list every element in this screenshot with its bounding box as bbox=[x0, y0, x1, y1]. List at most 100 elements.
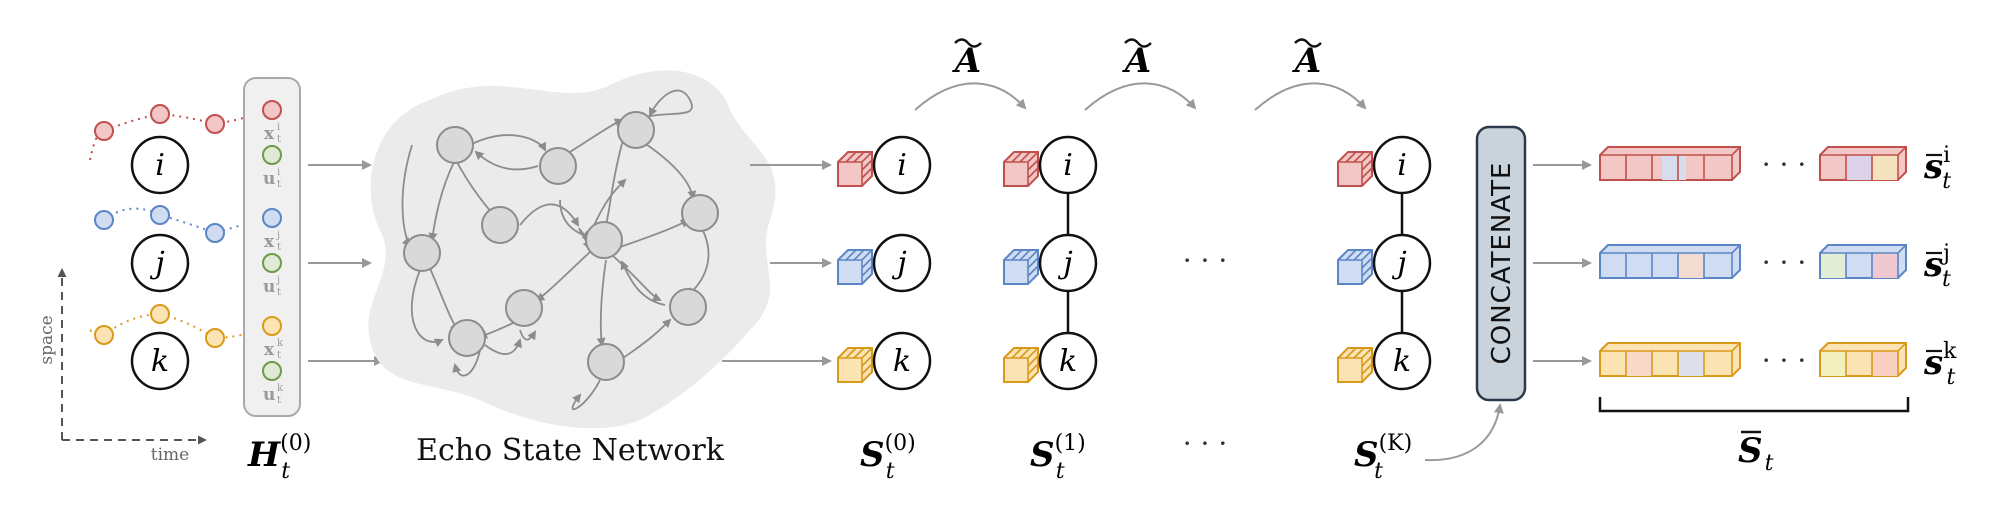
SK-label: S(K)t bbox=[1354, 431, 1412, 484]
x-i-sup: i bbox=[277, 122, 280, 133]
svg-text:A: A bbox=[1122, 41, 1151, 81]
u-j-label: u bbox=[263, 277, 275, 297]
u-i-label: u bbox=[263, 169, 275, 189]
node-k-label: k bbox=[151, 344, 169, 379]
svg-text:skt: skt bbox=[1923, 339, 1957, 390]
svg-text:sit: sit bbox=[1923, 143, 1951, 194]
input-arrows bbox=[308, 160, 384, 366]
A-tilde-label: A bbox=[1122, 38, 1152, 81]
esn-unit bbox=[585, 221, 623, 259]
esn-unit bbox=[448, 319, 486, 357]
series-k-point bbox=[94, 325, 114, 345]
series-i-point bbox=[94, 121, 114, 141]
svg-text:sjt: sjt bbox=[1923, 241, 1951, 292]
series-k-point bbox=[205, 328, 225, 348]
input-panel: x i t u i t x j t u j t x k t u k t bbox=[243, 77, 301, 417]
node-i bbox=[1038, 135, 1098, 195]
state-cube-k bbox=[1337, 347, 1373, 383]
x-i-label: x bbox=[264, 124, 275, 144]
node-i-label: i bbox=[897, 148, 907, 183]
state-cube-k bbox=[1003, 347, 1039, 383]
reservoir-state-cube-j bbox=[837, 249, 873, 285]
propagation-arcs: A A A bbox=[914, 38, 1367, 111]
output-ellipsis: · · · bbox=[1762, 344, 1807, 377]
esn-label: Echo State Network bbox=[416, 433, 725, 468]
A-tilde-label: A bbox=[1292, 38, 1322, 81]
esn-unit bbox=[436, 126, 474, 164]
state-cube-j bbox=[1003, 249, 1039, 285]
state-cube-j bbox=[1337, 249, 1373, 285]
x-k-sub: t bbox=[277, 350, 281, 361]
esn-units bbox=[403, 111, 719, 381]
esn-unit bbox=[505, 289, 543, 327]
x-j-sub: t bbox=[277, 242, 281, 253]
ellipsis-bottom: · · · bbox=[1183, 427, 1228, 460]
echo-state-network: Echo State Network bbox=[368, 70, 776, 468]
series-j-point bbox=[94, 210, 114, 230]
output-ellipsis: · · · bbox=[1762, 246, 1807, 279]
state-S1: i j k S(1)t bbox=[1003, 135, 1098, 484]
svg-text:A: A bbox=[1292, 41, 1321, 81]
node-i bbox=[872, 135, 932, 195]
output-embedding-i: · · · bbox=[1599, 146, 1907, 181]
x-j-feature bbox=[262, 208, 282, 228]
node-j bbox=[1038, 233, 1098, 293]
reservoir-state-cube-i bbox=[837, 151, 873, 187]
time-axis-label: time bbox=[151, 445, 189, 465]
series-k-point bbox=[150, 304, 170, 324]
S1-label: S(1)t bbox=[1030, 431, 1086, 484]
node-k-label: k bbox=[893, 344, 911, 379]
output-embedding-k: · · · bbox=[1599, 342, 1907, 377]
node-k-label: k bbox=[1393, 344, 1411, 379]
series-j-point bbox=[150, 205, 170, 225]
esn-unit bbox=[539, 147, 577, 185]
S-bar-bracket: St bbox=[1598, 397, 1910, 476]
node-i bbox=[1372, 135, 1432, 195]
u-k-sup: k bbox=[277, 383, 284, 394]
S-bar-label: St bbox=[1738, 431, 1774, 476]
u-i-sub: t bbox=[277, 179, 281, 190]
series-i-point bbox=[150, 104, 170, 124]
u-j-sup: j bbox=[276, 275, 280, 286]
time-series-curves bbox=[89, 100, 280, 348]
esn-unit bbox=[403, 234, 441, 272]
esn-unit bbox=[587, 343, 625, 381]
node-k bbox=[130, 331, 190, 391]
series-i-point bbox=[205, 114, 225, 134]
u-i-sup: i bbox=[277, 167, 280, 178]
node-k bbox=[1038, 331, 1098, 391]
u-i-feature bbox=[262, 145, 282, 165]
space-axis-label: space bbox=[37, 315, 57, 364]
series-j-point bbox=[205, 223, 225, 243]
state-S0: i j k S(0)t bbox=[837, 135, 932, 484]
reservoir-state-cube-k bbox=[837, 347, 873, 383]
concatenate-block: CONCATENATE bbox=[1475, 125, 1527, 402]
u-j-sub: t bbox=[277, 287, 281, 298]
A-tilde-label: A bbox=[952, 38, 982, 81]
x-i-feature bbox=[262, 100, 282, 120]
state-cube-i bbox=[1337, 151, 1373, 187]
node-j bbox=[130, 233, 190, 293]
node-i bbox=[130, 135, 190, 195]
u-k-feature bbox=[262, 361, 282, 381]
concatenate-label: CONCATENATE bbox=[1487, 162, 1517, 365]
esn-unit bbox=[669, 288, 707, 326]
node-k bbox=[872, 331, 932, 391]
esn-unit bbox=[481, 206, 519, 244]
x-k-label: x bbox=[264, 340, 275, 360]
node-i-label: i bbox=[1063, 148, 1073, 183]
x-i-sub: t bbox=[277, 134, 281, 145]
u-j-feature bbox=[262, 253, 282, 273]
esn-unit bbox=[617, 111, 655, 149]
node-i-label: i bbox=[1397, 148, 1407, 183]
u-k-label: u bbox=[263, 385, 275, 405]
x-j-sup: j bbox=[276, 230, 280, 241]
x-k-feature bbox=[262, 316, 282, 336]
node-k-label: k bbox=[1059, 344, 1077, 379]
esn-unit bbox=[681, 194, 719, 232]
